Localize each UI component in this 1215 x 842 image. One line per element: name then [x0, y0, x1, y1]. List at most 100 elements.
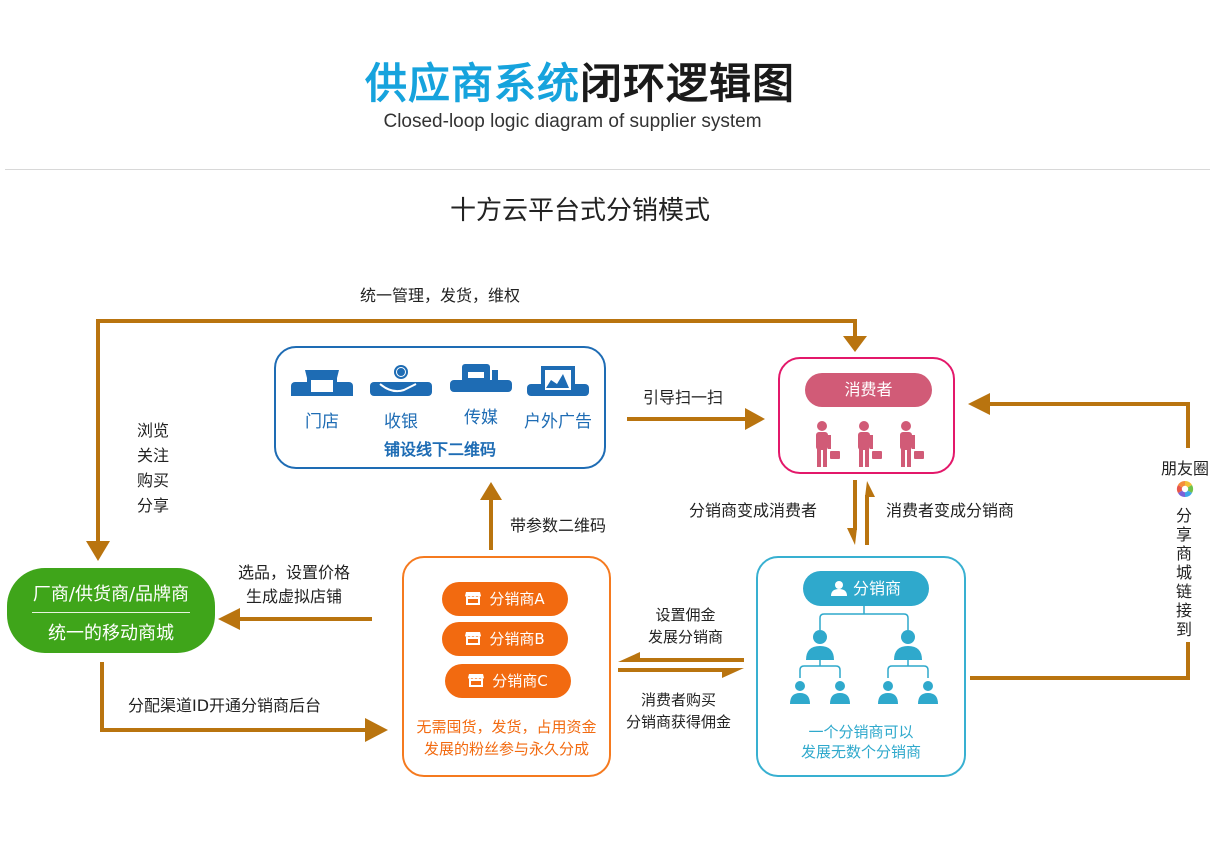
- arrowhead-top-loop: [843, 336, 867, 352]
- offline-qr-box: 门店 收银 传媒 户外广告 铺设线下二维码: [274, 346, 606, 469]
- label-share: 分享: [137, 496, 170, 515]
- distributor-text-line2: 发展无数个分销商: [800, 743, 921, 761]
- label-purchase-line2: 分销商获得佣金: [626, 713, 732, 731]
- sub-distributor-pill-b[interactable]: 分销商B: [442, 622, 568, 656]
- vchar: 到: [1175, 620, 1192, 639]
- label-select-line1: 选品，设置价格: [238, 563, 351, 582]
- mall-line2: 统一的移动商城: [48, 623, 174, 644]
- arrowhead-down-left: [86, 541, 110, 561]
- user-icon: [894, 630, 922, 660]
- shopper-with-basket-icon: [858, 421, 882, 467]
- arrowhead-moments: [968, 393, 990, 415]
- consumer-title: 消费者: [805, 373, 932, 407]
- distributor-description: 一个分销商可以 发展无数个分销商: [758, 722, 964, 762]
- distributor-box: 分销商 一个分销商可以 发展无数个分销商: [756, 556, 966, 777]
- label-dist-to-consumer: 分销商变成消费者: [689, 501, 818, 520]
- user-icon: [918, 681, 938, 704]
- sub-distributor-pill-a[interactable]: 分销商A: [442, 582, 568, 616]
- distributor-title-text: 分销商: [852, 579, 901, 598]
- label-moments: 朋友圈: [1160, 459, 1209, 478]
- label-commission-line2: 发展分销商: [648, 628, 724, 646]
- sub-text-line1: 无需囤货，发货，占用资金: [416, 718, 597, 736]
- arrowhead-consumer-to-dist: [865, 481, 875, 497]
- arrowhead-scan: [745, 408, 765, 430]
- store-icon: [468, 674, 485, 687]
- billboard-icon: [527, 366, 589, 396]
- pill-label: 分销商C: [492, 672, 548, 690]
- title-highlight: 供应商系统: [364, 59, 580, 108]
- arrowhead-dist-to-consumer: [847, 528, 857, 545]
- arrowhead-select: [218, 608, 240, 630]
- vchar: 商: [1175, 544, 1192, 563]
- label-browse: 浏览: [137, 421, 170, 440]
- distributor-text-line1: 一个分销商可以: [808, 723, 914, 741]
- qr-item-label: 门店: [305, 412, 339, 432]
- vchar: 城: [1175, 563, 1192, 582]
- user-icon: [790, 681, 810, 704]
- qr-caption: 铺设线下二维码: [383, 440, 496, 459]
- vchar: 接: [1175, 601, 1192, 620]
- page-title: 供应商系统闭环逻辑图: [0, 50, 1160, 111]
- store-icon: [465, 632, 482, 645]
- label-consumer-to-dist: 消费者变成分销商: [886, 501, 1015, 520]
- unified-mobile-mall: 厂商/供货商/品牌商 统一的移动商城: [7, 568, 215, 653]
- sub-distributor-box: 分销商A 分销商B 分销商C 无需囤货，发货，占用资金 发展的粉丝参与永久分成: [402, 556, 611, 777]
- storefront-icon: [291, 370, 353, 400]
- shopper-with-basket-icon: [816, 421, 840, 467]
- sub-distributor-description: 无需囤货，发货，占用资金 发展的粉丝参与永久分成: [404, 716, 609, 760]
- label-share-mall-link: 分 享 商 城 链 接 到: [1174, 506, 1194, 639]
- qr-item-store: 门店: [282, 364, 362, 432]
- page-subtitle: Closed-loop logic diagram of supplier sy…: [383, 111, 762, 132]
- camera-media-icon: [450, 364, 512, 392]
- qr-item-media: 传媒: [441, 360, 521, 428]
- user-icon: [878, 681, 898, 704]
- vchar: 享: [1175, 525, 1192, 544]
- qr-item-label: 户外广告: [524, 412, 592, 432]
- section-title: 十方云平台式分销模式: [449, 196, 710, 226]
- label-commission-line1: 设置佣金: [655, 606, 716, 624]
- header-divider: [5, 169, 1210, 170]
- arrowhead-assign: [365, 718, 388, 742]
- distributor-tree: [790, 606, 938, 704]
- qr-item-label: 收银: [384, 412, 418, 432]
- qr-item-label: 传媒: [464, 408, 498, 428]
- sub-text-line2: 发展的粉丝参与永久分成: [423, 740, 589, 758]
- qr-item-billboard: 户外广告: [518, 364, 598, 432]
- pill-label: 分销商A: [489, 590, 545, 608]
- arrow-assign: [100, 662, 365, 732]
- cashier-hand-coin-icon: [370, 365, 432, 396]
- arrow-moments-loop: [970, 402, 1190, 680]
- label-left-actions: 浏览 关注 购买 分享: [137, 418, 169, 518]
- user-icon: [830, 581, 847, 596]
- label-select: 选品，设置价格 生成虚拟店铺: [238, 561, 350, 609]
- user-icon: [806, 630, 834, 660]
- label-scan: 引导扫一扫: [643, 388, 724, 407]
- mall-divider: [32, 612, 190, 613]
- pill-label: 分销商B: [489, 630, 545, 648]
- label-purchase: 消费者购买 分销商获得佣金: [626, 689, 731, 733]
- title-rest: 闭环逻辑图: [580, 59, 796, 108]
- store-icon: [465, 592, 482, 605]
- arrowhead-purchase: [722, 668, 744, 678]
- vchar: 链: [1175, 582, 1192, 601]
- label-buy: 购买: [137, 471, 170, 490]
- shopper-with-basket-icon: [900, 421, 924, 467]
- shopper-icons: [816, 421, 924, 467]
- arrowhead-commission: [618, 652, 640, 662]
- user-icon: [830, 681, 850, 704]
- vchar: 分: [1175, 506, 1192, 525]
- sub-distributor-pill-c[interactable]: 分销商C: [445, 664, 571, 698]
- label-qr-param: 带参数二维码: [510, 516, 607, 535]
- mall-line1: 厂商/供货商/品牌商: [32, 584, 190, 605]
- label-purchase-line1: 消费者购买: [641, 691, 717, 709]
- label-select-line2: 生成虚拟店铺: [246, 587, 343, 606]
- qr-item-cashier: 收银: [361, 364, 441, 432]
- arrowhead-qr-param: [480, 482, 502, 500]
- label-assign-channel: 分配渠道ID开通分销商后台: [128, 696, 322, 715]
- distributor-title: 分销商: [803, 571, 929, 606]
- arrow-top-loop: [96, 319, 857, 541]
- moments-camera-icon: [1176, 480, 1194, 498]
- label-commission: 设置佣金 发展分销商: [648, 604, 723, 648]
- label-top-loop: 统一管理，发货，维权: [360, 286, 521, 305]
